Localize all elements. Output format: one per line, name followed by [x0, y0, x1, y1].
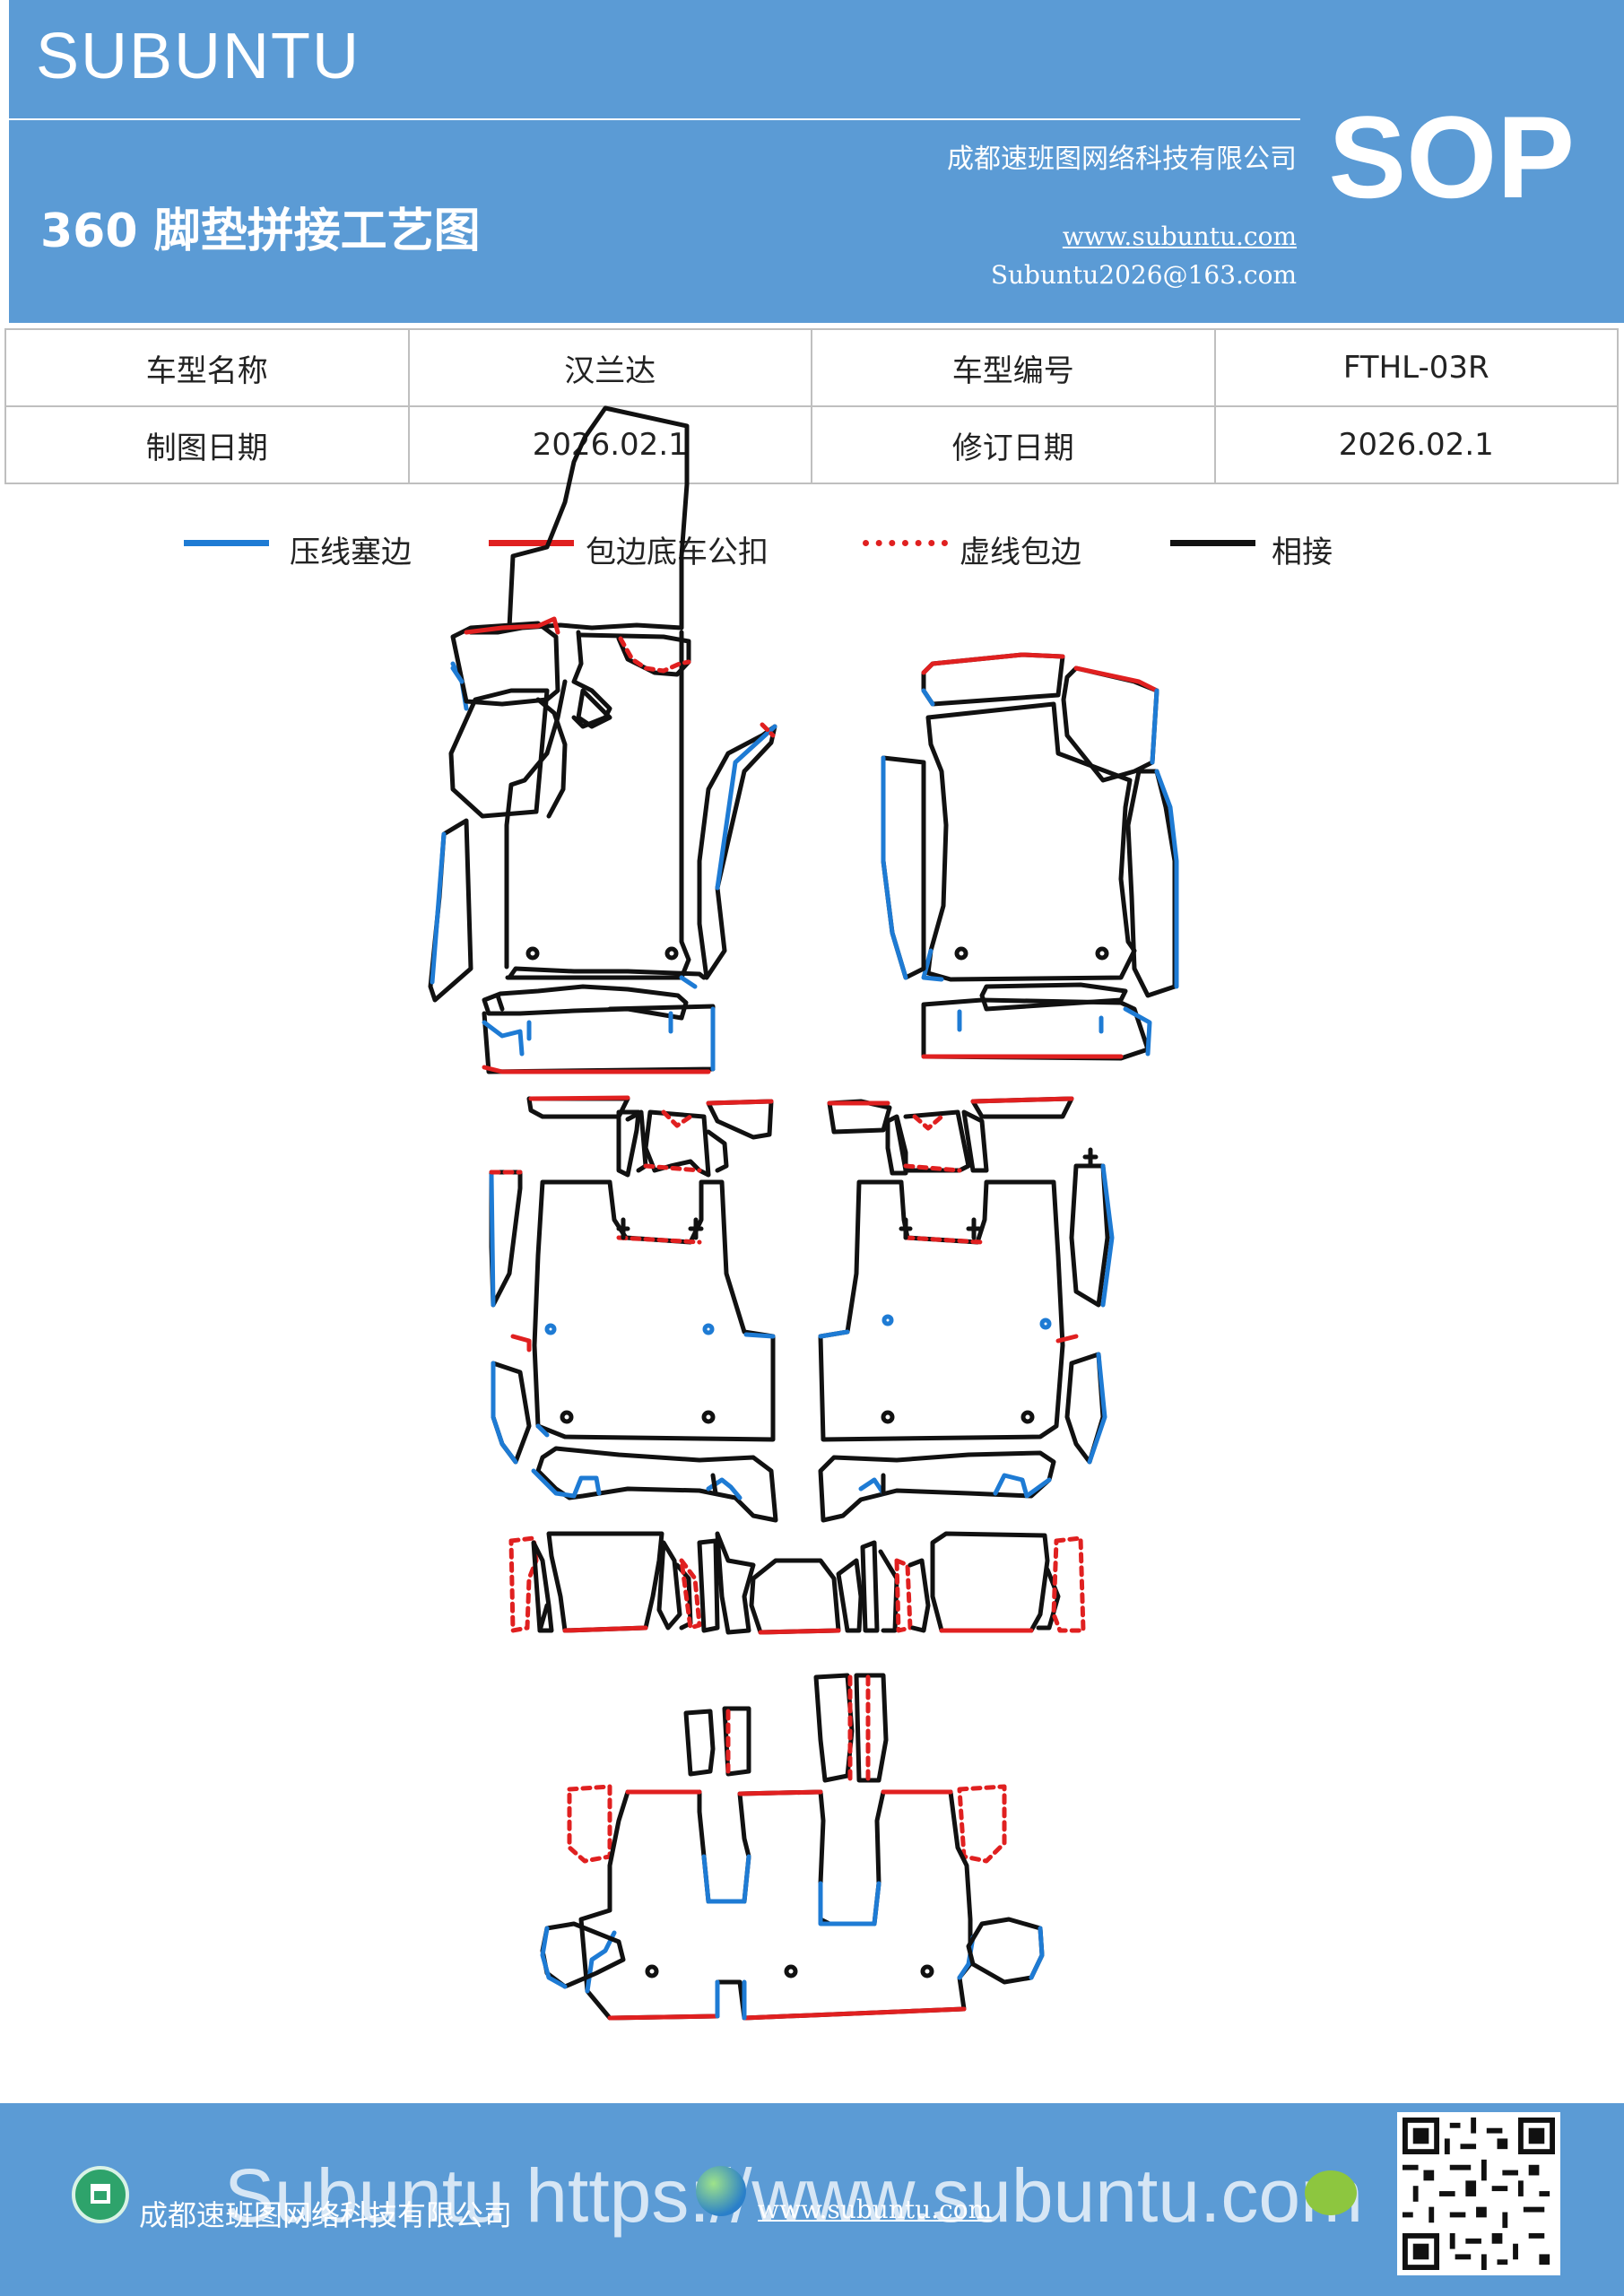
table-cell: 2026.02.1 [407, 405, 812, 484]
table-cell: 制图日期 [4, 405, 410, 484]
table-cell: 修订日期 [811, 405, 1216, 484]
wechat-icon [1305, 2170, 1357, 2215]
table-cell: FTHL-03R [1213, 328, 1619, 407]
table-row: 车型名称 汉兰达 车型编号 FTHL-03R [4, 328, 1619, 407]
vehicle-info-table: 车型名称 汉兰达 车型编号 FTHL-03R 制图日期 2026.02.1 修订… [4, 328, 1619, 484]
third-row-strips [508, 1531, 1086, 1635]
footer-banner: 成都速班图网络科技有限公司 Subuntu https://www.subunt… [0, 2103, 1624, 2296]
header-divider [9, 118, 1300, 120]
website-link[interactable]: www.subuntu.com [1062, 222, 1297, 251]
table-cell: 车型名称 [4, 328, 410, 407]
second-row-right-mat [818, 1096, 1115, 1523]
building-icon [72, 2166, 129, 2223]
line-legend: 压线塞边 包边底车公扣 虚线包边 相接 [0, 520, 1624, 574]
legend-label: 相接 [1272, 535, 1333, 570]
legend-label: 虚线包边 [960, 535, 1081, 570]
footer-website-link[interactable]: www.subuntu.com [758, 2195, 993, 2224]
contact-email[interactable]: Subuntu2026@163.com [990, 260, 1297, 290]
table-cell: 汉兰达 [407, 328, 812, 407]
globe-icon [696, 2166, 746, 2216]
second-row-left-mat [489, 1095, 778, 1523]
legend-swatch [489, 540, 574, 546]
footer-company-name: 成都速班图网络科技有限公司 [139, 2198, 513, 2232]
legend-label: 包边底车公扣 [586, 535, 769, 570]
table-cell: 车型编号 [811, 328, 1216, 407]
front-right-mat [881, 652, 1179, 1061]
third-row-mat [540, 1673, 1045, 2021]
legend-swatch [863, 540, 948, 546]
table-cell: 2026.02.1 [1213, 405, 1619, 484]
brand-logo-text: SUBUNTU [36, 21, 361, 92]
document-title: 360 脚垫拼接工艺图 [40, 204, 481, 258]
qr-code[interactable] [1397, 2112, 1560, 2275]
front-left-mat [428, 405, 777, 1074]
company-name: 成都速班图网络科技有限公司 [947, 144, 1297, 175]
legend-swatch [1170, 540, 1255, 546]
header-banner: SUBUNTU 360 脚垫拼接工艺图 成都速班图网络科技有限公司 www.su… [9, 0, 1624, 323]
legend-swatch [184, 540, 269, 546]
footer-watermark: Subuntu https://www.subuntu.com [224, 2153, 1364, 2238]
table-row: 制图日期 2026.02.1 修订日期 2026.02.1 [4, 405, 1619, 484]
legend-label: 压线塞边 [290, 535, 412, 570]
sop-badge: SOP [1328, 91, 1575, 222]
